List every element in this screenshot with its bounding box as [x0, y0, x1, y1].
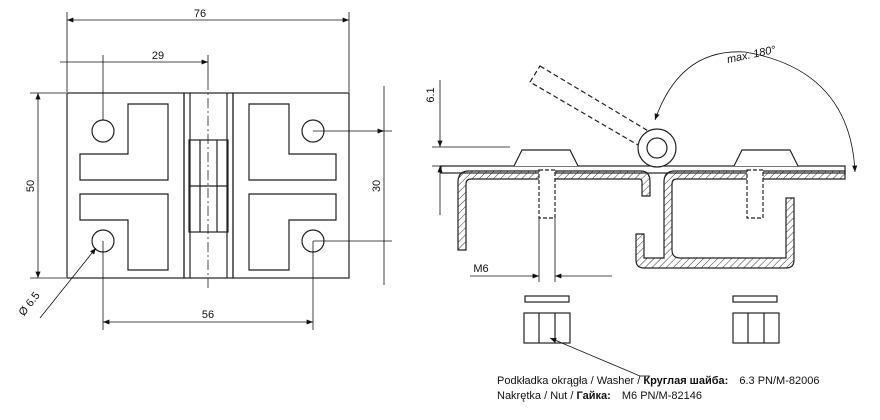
- nut-code: M6 PN/M-82146: [621, 390, 702, 402]
- washer-code: 6.3 PN/M-82006: [739, 375, 820, 387]
- washer-label-pl: Podkładka okrągła: [497, 375, 588, 387]
- left-profile: [457, 170, 651, 251]
- right-leaf: [232, 92, 350, 279]
- dim-knuckle-offset: 29: [152, 50, 164, 62]
- nut-label-pl: Nakrętka: [497, 390, 542, 402]
- screw-right: [746, 169, 764, 219]
- washer-sep-2: /: [637, 375, 641, 387]
- legend-nut: Nakrętka / Nut / Гайка: M6 PN/M-82146: [497, 390, 702, 402]
- nut-sep-1: /: [544, 390, 548, 402]
- washer-label-ru: Круглая шайба:: [643, 375, 729, 387]
- washer-left: [524, 295, 570, 303]
- dim-leaf-thickness: 6.1: [425, 87, 437, 102]
- nut-left: [523, 312, 571, 344]
- washer-right: [732, 295, 778, 303]
- dim-hole-diameter: Ø 6.5: [17, 290, 43, 319]
- dim-rotation: max. 180°: [726, 44, 778, 66]
- nut-sep-2: /: [570, 390, 574, 402]
- washer-sep-1: /: [590, 375, 594, 387]
- left-leaf-cutouts: [79, 103, 169, 271]
- nut-label-en: Nut: [550, 390, 568, 402]
- hole-top-left: [91, 119, 115, 143]
- washer-label-en: Washer: [596, 375, 635, 387]
- dim-overall-height: 50: [25, 180, 37, 192]
- dim-screw: M6: [473, 263, 488, 275]
- nut-label-ru: Гайка:: [576, 390, 611, 402]
- hinge-side-view: [440, 65, 846, 344]
- screw-left: [538, 169, 556, 219]
- dim-hole-spacing-v: 30: [371, 180, 383, 192]
- hinge-knuckle: [183, 80, 234, 290]
- nut-right: [732, 312, 780, 344]
- right-profile: [635, 170, 846, 269]
- dim-overall-width: 76: [194, 8, 206, 20]
- right-leaf-cutouts: [248, 103, 337, 271]
- left-leaf: [66, 92, 185, 279]
- hinge-front-view: [66, 80, 350, 290]
- legend-washer: Podkładka okrągła / Washer / Круглая шай…: [497, 375, 819, 387]
- dim-hole-spacing-h: 56: [202, 309, 214, 321]
